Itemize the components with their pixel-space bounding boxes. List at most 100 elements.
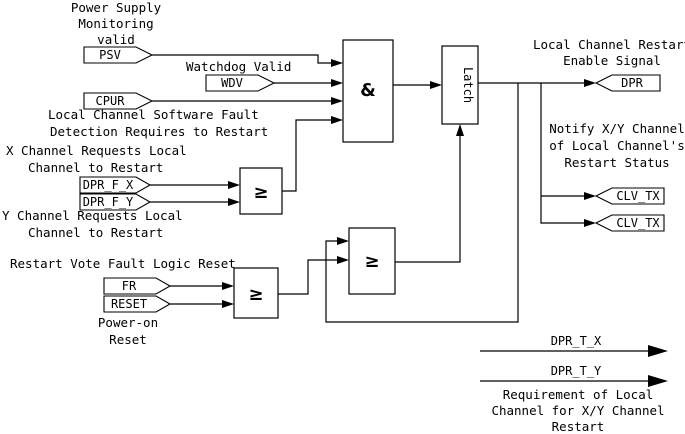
label-dpr: Local Channel Restart Enable Signal <box>533 37 685 68</box>
input-cpur: CPUR <box>83 92 154 110</box>
input-dpr-f-y-shape <box>79 193 152 211</box>
or-gate-reset-box <box>233 267 279 319</box>
label-psv-line-1: Power Supply <box>71 0 162 15</box>
output-dpr-t-x: DPR_T_X <box>480 334 668 357</box>
input-fr: FR <box>103 277 172 295</box>
arrow-clv-tx-2 <box>584 219 596 227</box>
latch-block-label: Latch <box>461 67 475 103</box>
label-restart-vote: Restart Vote Fault Logic Reset <box>10 256 236 271</box>
label-dpr-line-1: Local Channel Restart <box>533 37 685 52</box>
label-y-request-line-2: Channel to Restart <box>28 225 163 240</box>
label-cpur: Local Channel Software Fault Detection R… <box>48 107 268 139</box>
label-requirement-line-2: Channel for X/Y Channel <box>491 403 664 418</box>
or-gate-final-box <box>348 227 396 295</box>
arrow-latch-to-dpr <box>584 79 596 87</box>
wire-or-xy-to-and <box>282 119 332 192</box>
input-cpur-label: CPUR <box>96 94 126 108</box>
or-gate-final: ≥ <box>348 227 396 295</box>
output-dpr-t-x-label: DPR_T_X <box>551 334 602 348</box>
label-x-request-line-2: Channel to Restart <box>28 160 163 175</box>
latch-block-box <box>441 45 479 125</box>
output-dpr: DPR <box>594 74 661 92</box>
output-clv-tx-1-label: CLV_TX <box>616 189 660 203</box>
arrow-cpur <box>331 97 343 105</box>
label-notify-line-1: Notify X/Y Channel <box>549 121 684 136</box>
label-cpur-line-1: Local Channel Software Fault <box>48 107 259 122</box>
label-notify-line-2: of Local Channel's <box>549 138 684 153</box>
arrow-fr <box>222 282 234 290</box>
label-psv-line-3: valid <box>97 32 135 47</box>
input-wdv: WDV <box>205 74 276 92</box>
label-dpr-line-2: Enable Signal <box>563 53 661 68</box>
arrow-dpr-t-y <box>648 375 668 387</box>
arrow-and-to-latch <box>430 81 442 89</box>
or-gate-final-symbol: ≥ <box>364 251 379 272</box>
arrow-clv-tx-1 <box>584 192 596 200</box>
label-x-request: X Channel Requests Local Channel to Rest… <box>6 143 187 175</box>
input-reset-label: RESET <box>111 297 147 311</box>
arrow-psv <box>331 59 343 67</box>
wire-or-reset-to-final <box>278 259 338 295</box>
output-clv-tx-2: CLV_TX <box>594 214 665 232</box>
input-fr-label: FR <box>122 279 137 293</box>
wire-latch-to-clv-tx-2 <box>540 83 584 224</box>
input-dpr-f-y: DPR_F_Y <box>79 193 152 211</box>
arrow-dpr-f-y <box>228 198 240 206</box>
input-fr-shape <box>103 277 172 295</box>
input-dpr-f-x-label: DPR_F_X <box>83 178 134 192</box>
input-dpr-f-x: DPR_F_X <box>79 176 152 194</box>
arrow-dpr-f-x <box>228 181 240 189</box>
or-gate-xy-symbol: ≥ <box>253 182 268 203</box>
label-y-request-line-1: Y Channel Requests Local <box>2 208 183 223</box>
input-dpr-f-y-label: DPR_F_Y <box>83 195 134 209</box>
or-gate-reset-symbol: ≥ <box>248 284 263 305</box>
latch-block: Latch <box>441 45 479 125</box>
and-gate: & <box>342 39 394 143</box>
wire-feedback <box>325 83 519 323</box>
label-psv-line-2: Monitoring <box>78 16 153 31</box>
output-clv-tx-2-label: CLV_TX <box>616 216 660 230</box>
output-dpr-t-y: DPR_T_Y <box>480 364 668 387</box>
label-requirement: Requirement of Local Channel for X/Y Cha… <box>491 387 664 434</box>
input-psv-label: PSV <box>99 48 121 62</box>
label-power-on-line-2: Reset <box>109 332 147 347</box>
input-dpr-f-x-shape <box>79 176 152 194</box>
arrow-dpr-t-x <box>648 345 668 357</box>
output-clv-tx-1: CLV_TX <box>594 187 665 205</box>
label-x-request-line-1: X Channel Requests Local <box>6 143 187 158</box>
input-psv: PSV <box>83 46 154 64</box>
label-psv: Power Supply Monitoring valid <box>71 0 162 47</box>
output-dpr-shape <box>594 74 661 92</box>
label-y-request: Y Channel Requests Local Channel to Rest… <box>2 208 183 240</box>
arrow-final-to-latch <box>456 124 464 136</box>
label-requirement-line-1: Requirement of Local <box>503 387 654 402</box>
and-gate-box <box>342 39 394 143</box>
output-dpr-t-y-label: DPR_T_Y <box>551 364 602 378</box>
label-notify-line-3: Restart Status <box>564 155 669 170</box>
input-psv-shape <box>83 46 154 64</box>
label-power-on-line-1: Power-on <box>98 315 158 330</box>
wire-psv <box>152 54 332 64</box>
output-dpr-label: DPR <box>621 76 643 90</box>
input-cpur-shape <box>83 92 154 110</box>
input-wdv-shape <box>205 74 276 92</box>
output-clv-tx-1-shape <box>594 187 665 205</box>
label-notify: Notify X/Y Channel of Local Channel's Re… <box>549 121 684 170</box>
arrow-reset <box>222 300 234 308</box>
input-reset: RESET <box>103 295 172 313</box>
arrow-wdv <box>331 79 343 87</box>
or-gate-reset: ≥ <box>233 267 279 319</box>
label-wdv: Watchdog Valid <box>186 59 291 74</box>
input-wdv-label: WDV <box>221 76 243 90</box>
arrow-or-reset-to-final <box>337 256 349 264</box>
output-clv-tx-2-shape <box>594 214 665 232</box>
arrow-feedback <box>337 237 349 245</box>
or-gate-xy: ≥ <box>239 167 283 215</box>
and-gate-symbol: & <box>360 80 376 101</box>
label-requirement-line-3: Restart <box>552 419 605 434</box>
label-cpur-line-2: Detection Requires to Restart <box>50 124 268 139</box>
arrow-or-xy-to-and <box>331 116 343 124</box>
wire-final-to-latch <box>395 135 461 263</box>
input-reset-shape <box>103 295 172 313</box>
